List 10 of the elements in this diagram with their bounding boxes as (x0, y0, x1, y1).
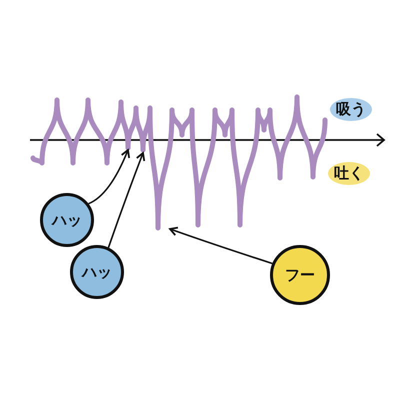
callout-circle (70, 245, 124, 299)
arrow (108, 152, 146, 248)
arrow (88, 149, 130, 204)
axis-label: 吐く (328, 162, 370, 185)
callout-circle (40, 193, 94, 247)
callout-text: ハッ (82, 262, 112, 282)
arrow (169, 226, 273, 264)
callout-text: ハッ (52, 210, 82, 230)
axis-label: 吸う (330, 98, 372, 121)
callout-text: フー (285, 266, 315, 284)
